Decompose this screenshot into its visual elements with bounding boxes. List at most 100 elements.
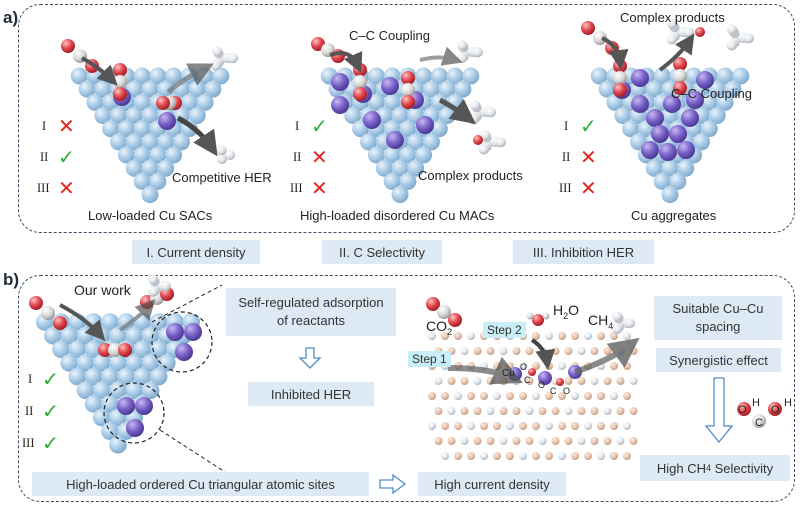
criterion-label: II	[40, 150, 49, 164]
surface-atom	[645, 159, 663, 177]
surface-atom	[76, 381, 95, 400]
check-mark-icon: ✓	[42, 431, 59, 455]
oxygen-atom	[768, 402, 782, 416]
surface-atom	[149, 146, 167, 164]
support-atom	[467, 422, 475, 430]
surface-atom	[110, 107, 128, 125]
surface-atom	[133, 146, 151, 164]
support-atom	[571, 332, 579, 340]
support-atom	[603, 407, 612, 415]
cu-atom	[416, 116, 434, 134]
surface-atom	[669, 172, 687, 190]
surface-atom	[661, 186, 679, 204]
surface-atom	[716, 67, 734, 85]
support-atom	[603, 437, 612, 445]
down-arrow-her	[298, 347, 322, 369]
support-atom	[525, 437, 534, 445]
support-atom	[434, 407, 443, 415]
her-arrow	[176, 115, 218, 157]
surface-atom	[92, 354, 111, 372]
product-atom	[667, 18, 678, 29]
surface-atom	[383, 146, 401, 164]
our-work-product	[148, 274, 171, 297]
criterion-label: III	[37, 181, 50, 195]
cu-atom	[663, 95, 681, 113]
product-atom	[480, 130, 491, 141]
surface-atom	[117, 367, 135, 386]
adsorption-arrow	[81, 56, 118, 86]
support-atom	[571, 452, 579, 460]
criterion-label: I	[295, 119, 300, 133]
support-atom	[610, 452, 618, 460]
complex-product	[478, 130, 506, 155]
zoom-circle-upper	[151, 311, 213, 373]
surface-atom	[52, 340, 70, 359]
zoom-line-top	[151, 284, 223, 323]
surface-atom	[149, 340, 168, 359]
support-atom	[532, 452, 540, 460]
surface-atom	[68, 340, 87, 359]
surface-atom	[407, 133, 425, 151]
our-work-arrow-1	[59, 303, 106, 341]
support-atom	[493, 452, 501, 460]
surface-atom	[133, 340, 152, 359]
support-atom	[610, 422, 618, 430]
support-atom	[571, 422, 579, 430]
support-atom	[590, 377, 599, 385]
support-atom	[486, 407, 495, 415]
cc-coupling-label-2: C–C Coupling	[671, 86, 752, 101]
cu-atom	[184, 323, 202, 341]
surface-atom	[462, 67, 480, 85]
coupling-arrow-1	[329, 50, 363, 74]
support-atom	[597, 452, 605, 460]
support-atom	[577, 437, 586, 445]
criterion-label: III	[22, 436, 35, 450]
surface-atom	[92, 381, 111, 400]
surface-atom	[590, 67, 608, 85]
cu-atom	[126, 419, 144, 437]
check-mark-icon: ✓	[580, 114, 597, 138]
surface-atom	[141, 133, 159, 151]
oxygen-atom	[353, 87, 367, 101]
surface-atom	[133, 367, 152, 386]
surface-atom	[101, 367, 119, 386]
product-atom	[225, 150, 235, 160]
surface-atom	[141, 159, 159, 177]
atom-label: H	[752, 397, 760, 409]
surface-atom	[125, 133, 143, 151]
cross-mark-icon: ✕	[580, 176, 597, 200]
support-atom	[545, 332, 553, 340]
surface-atom	[133, 67, 151, 85]
surface-atom	[68, 367, 87, 386]
surface-atom	[383, 172, 401, 190]
zoom-circle-lower	[103, 382, 165, 444]
caption-low-loaded: Low-loaded Cu SACs	[88, 208, 213, 223]
support-atom	[584, 452, 592, 460]
complex-products-label-1: Complex products	[418, 168, 523, 183]
support-atom	[616, 377, 625, 385]
surface-atom	[125, 354, 144, 372]
support-atom	[603, 377, 612, 385]
panel-a-label: a)	[3, 8, 19, 27]
product-atom	[485, 107, 496, 118]
product-atom	[227, 53, 238, 64]
surface-atom	[653, 172, 671, 190]
carbon-atom	[41, 306, 55, 320]
surface-atom	[430, 120, 448, 138]
caption-aggregates: Cu aggregates	[631, 208, 717, 223]
surface-atom	[141, 107, 159, 125]
support-atom	[460, 437, 469, 445]
oxygen-atom	[113, 63, 127, 77]
support-atom	[577, 407, 586, 415]
support-atom	[447, 407, 456, 415]
surface-atom	[360, 133, 378, 151]
product-atom	[743, 33, 754, 44]
support-atom	[473, 407, 482, 415]
surface-atom	[399, 120, 417, 138]
cu-atom	[686, 91, 704, 109]
adsorbate-molecules	[29, 18, 782, 437]
cu-atom	[696, 71, 714, 89]
surface-atom	[76, 354, 95, 372]
support-atom	[454, 452, 462, 460]
surface-atom	[158, 354, 176, 372]
